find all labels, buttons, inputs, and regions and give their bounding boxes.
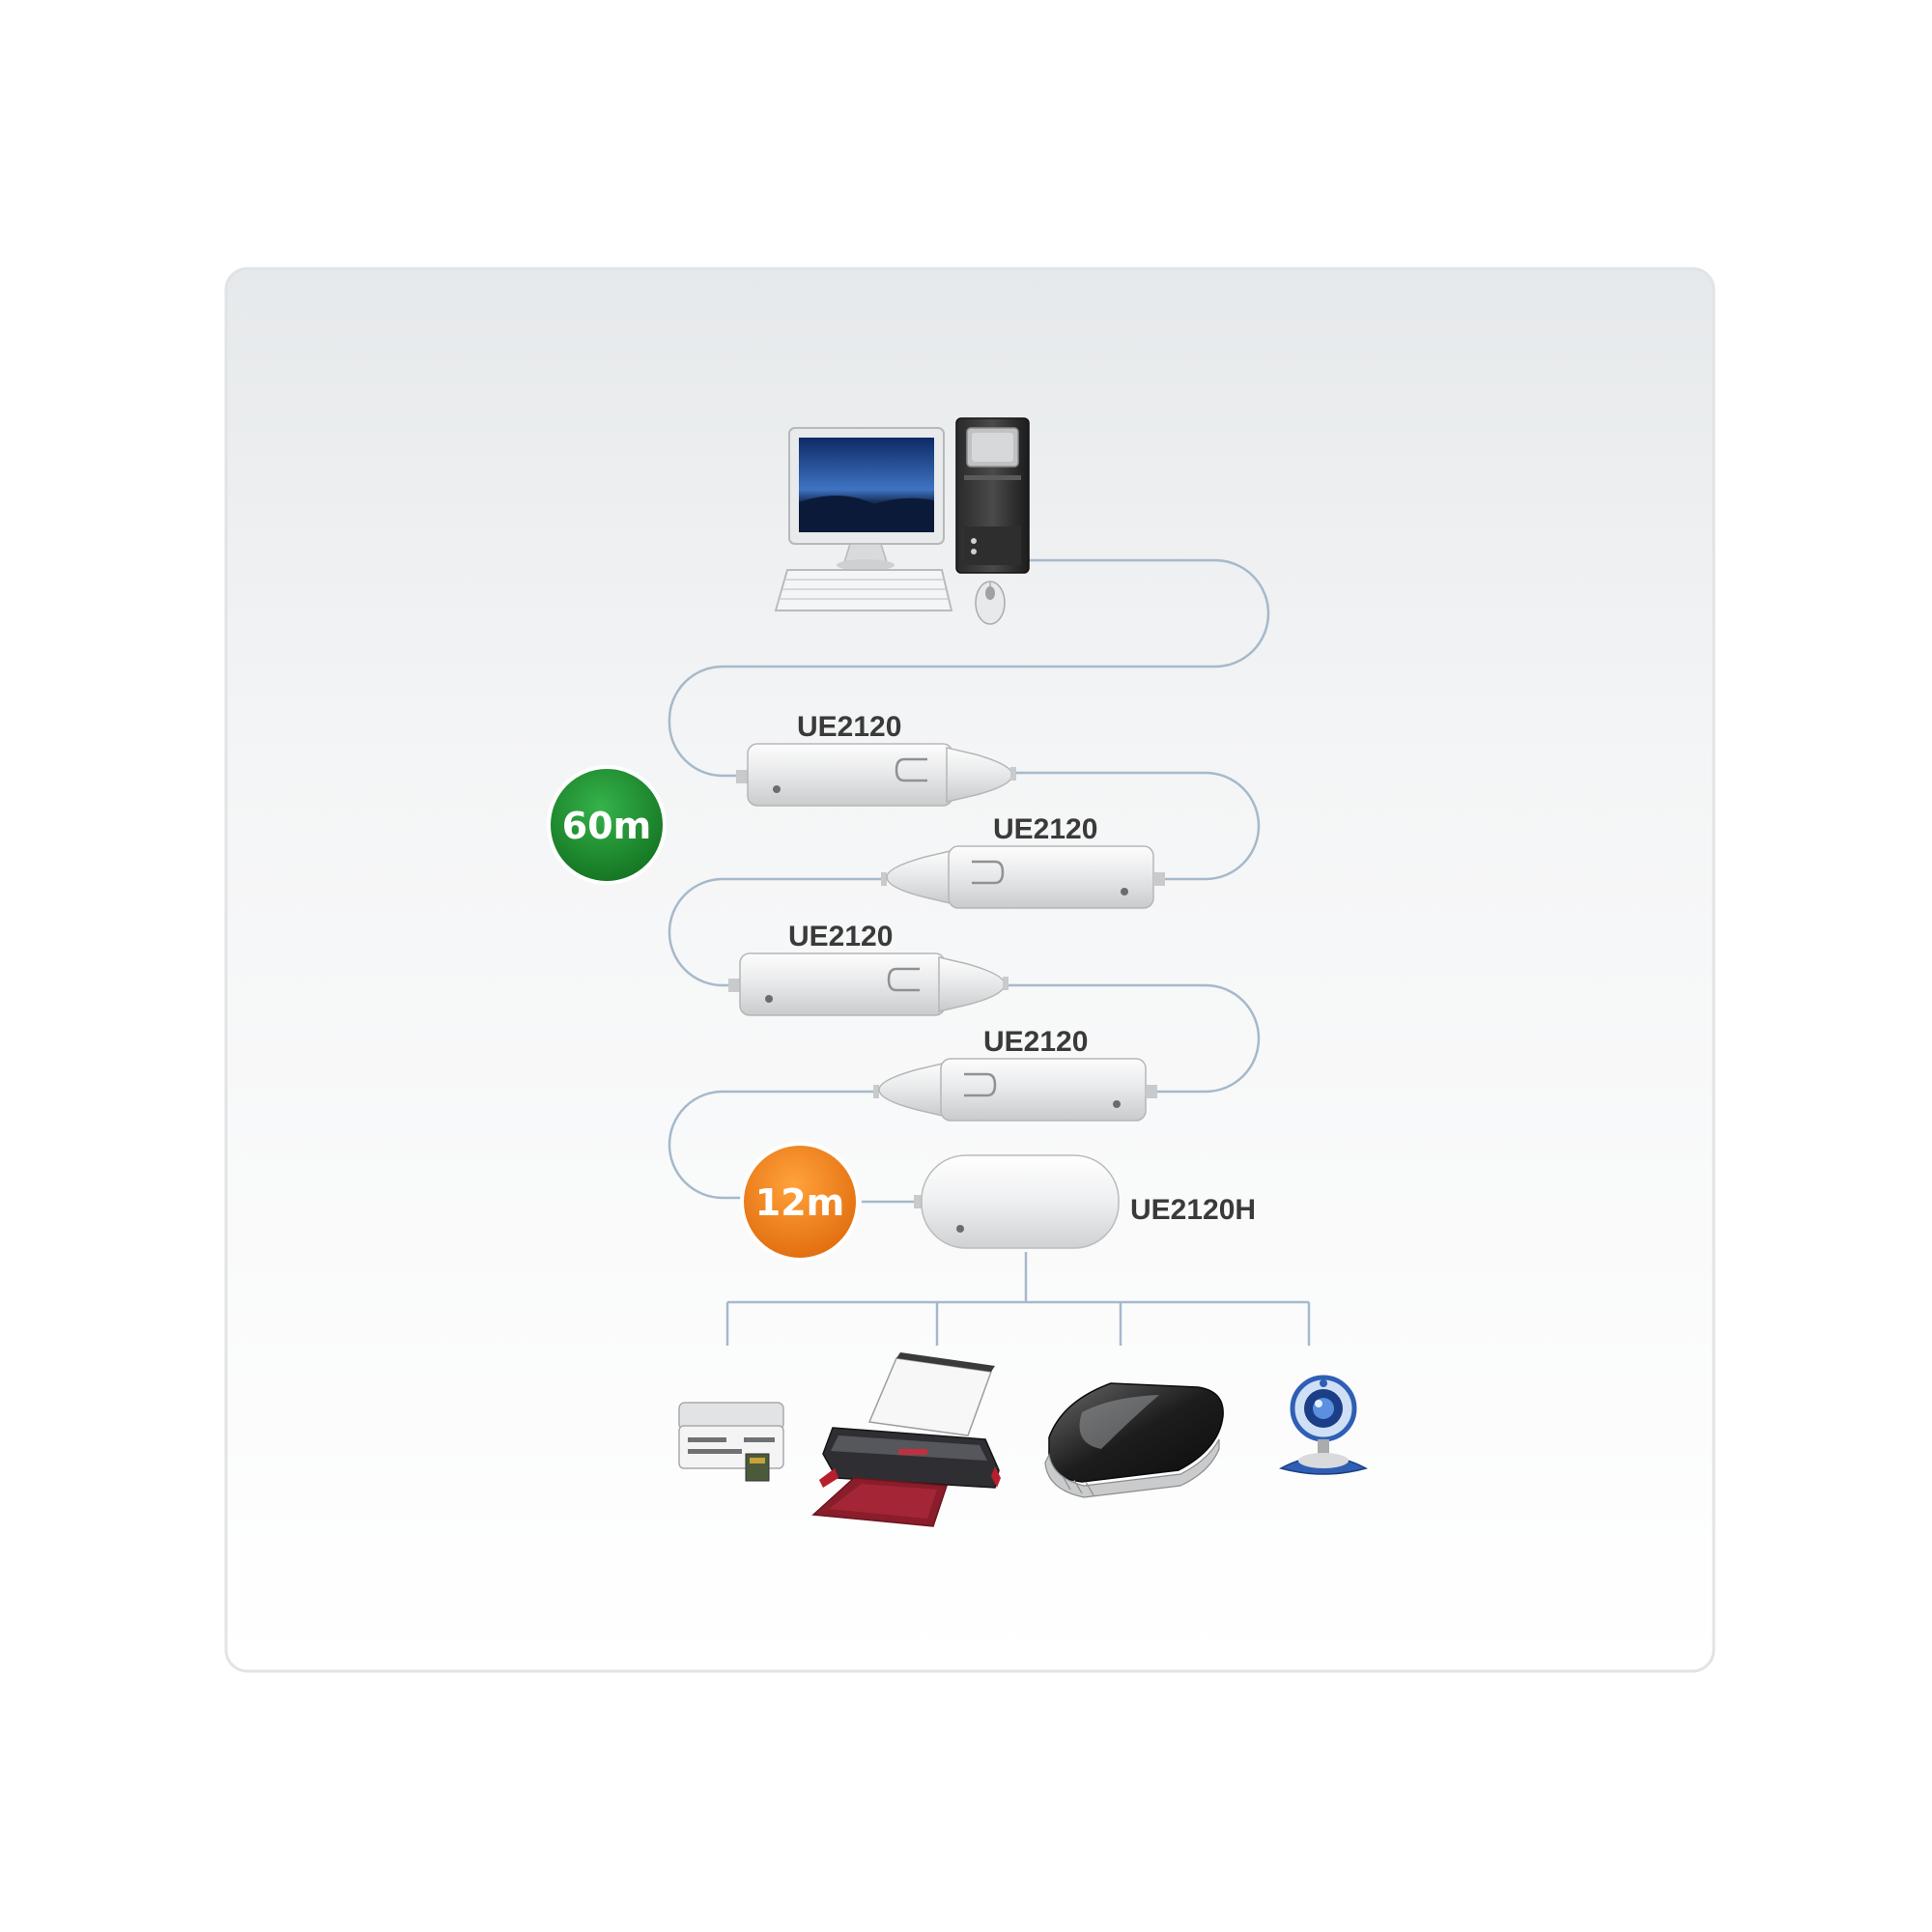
usb-cable — [668, 558, 1311, 1346]
extender-label-2: UE2120 — [993, 813, 1097, 845]
hub-label: UE2120H — [1130, 1194, 1256, 1226]
extender-label-1: UE2120 — [797, 711, 901, 743]
extender-label-4: UE2120 — [983, 1026, 1088, 1058]
extender-label-3: UE2120 — [788, 921, 893, 952]
hub-unit — [914, 1154, 1120, 1249]
svg-text:12m: 12m — [755, 1181, 844, 1224]
extender-unit-3 — [728, 952, 1009, 1016]
extender-unit-4 — [873, 1058, 1157, 1122]
extender-unit-2 — [881, 845, 1165, 909]
svg-text:60m: 60m — [562, 805, 651, 847]
distance-badge-60m: 60m — [547, 765, 667, 885]
printer-icon — [811, 1352, 1001, 1527]
card-reader-icon — [678, 1402, 784, 1482]
computer-icon — [774, 417, 1030, 625]
extender-unit-1 — [736, 743, 1016, 807]
webcam-icon — [1279, 1375, 1368, 1475]
distance-badge-12m: 12m — [740, 1142, 860, 1262]
external-drive-icon — [1044, 1382, 1224, 1498]
